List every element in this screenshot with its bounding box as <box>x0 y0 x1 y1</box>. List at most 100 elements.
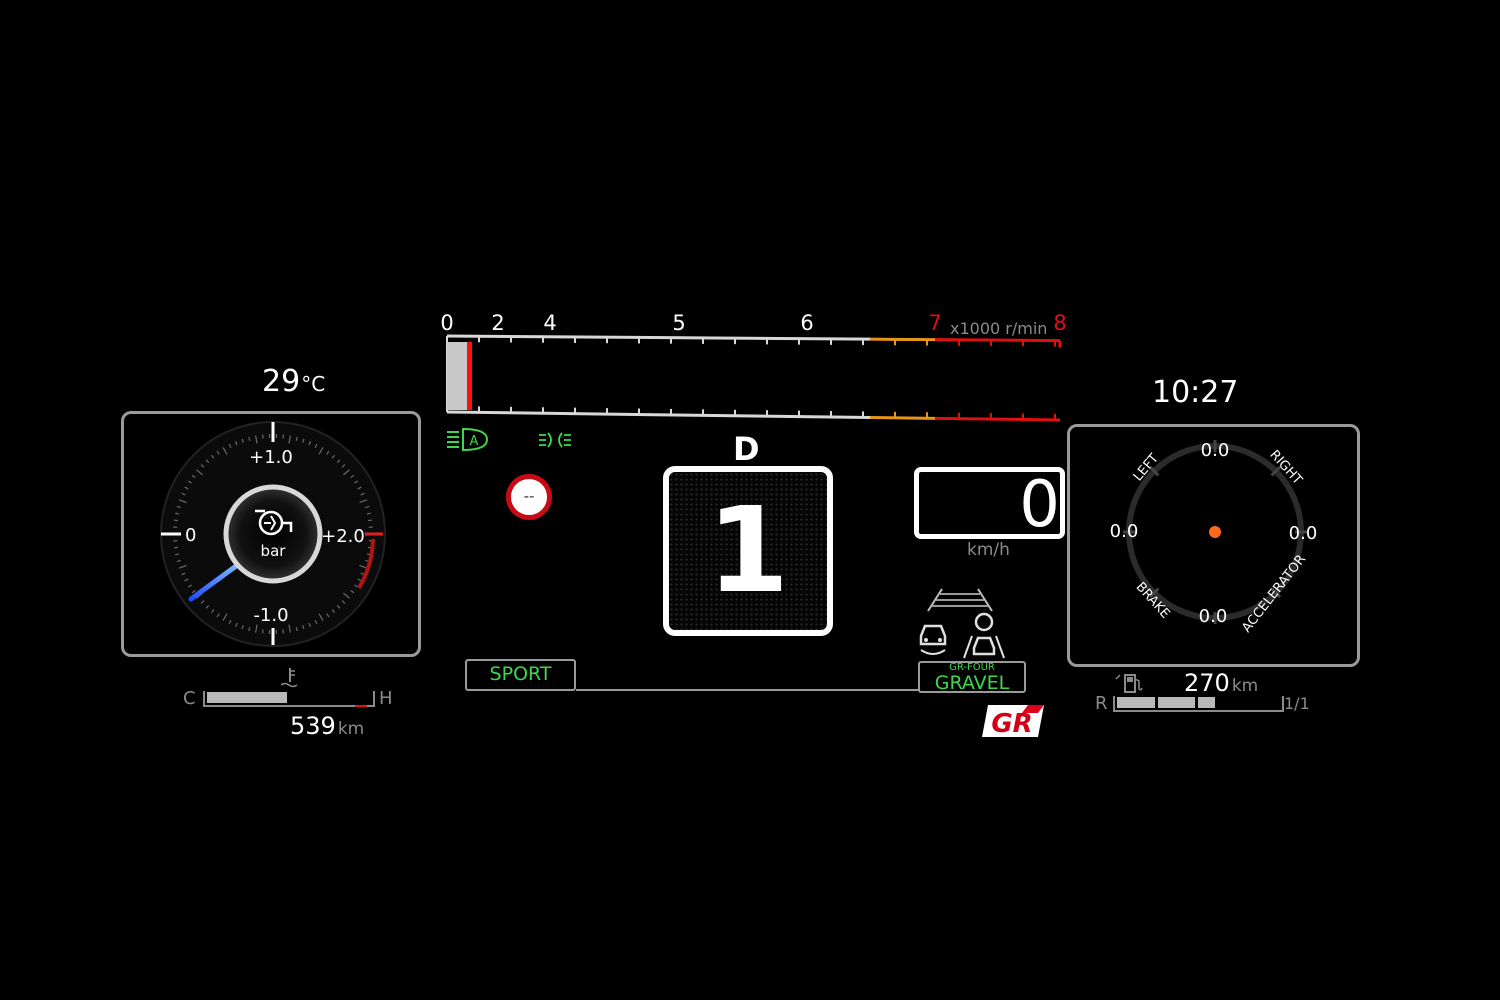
gauge-fine-tick <box>210 609 215 614</box>
gear-indicator-box <box>663 466 833 636</box>
rpm-needle <box>467 342 472 410</box>
gauge-fine-tick <box>181 572 186 576</box>
gauge-fine-tick <box>178 499 187 504</box>
tacho-label-4: 4 <box>543 311 556 335</box>
gauge-fine-tick <box>326 450 330 455</box>
speed-value: 0 <box>1019 468 1060 542</box>
coolant-hot-mark <box>355 705 367 707</box>
tacho-unit: x1000 r/min <box>950 319 1047 338</box>
g-value-left: 0.0 <box>1110 521 1139 542</box>
clock: 10:27 <box>1152 375 1239 410</box>
gauge-fine-tick <box>343 592 350 599</box>
gauge-fine-tick <box>210 454 215 459</box>
gauge-fine-tick <box>184 486 189 490</box>
tacho-label-2: 2 <box>491 311 504 335</box>
fuel-bar-fill <box>1117 697 1215 708</box>
gauge-fine-tick <box>181 492 186 496</box>
boost-label-left: 0 <box>185 525 196 546</box>
gauge-fine-tick <box>191 589 196 594</box>
coolant-bar-frame <box>203 691 375 707</box>
gauge-fine-tick <box>173 546 179 549</box>
gauge-fine-tick <box>365 505 370 509</box>
turbo-icon <box>255 509 293 536</box>
coolant-low-label: C <box>183 688 196 709</box>
g-meter-panel <box>1067 424 1360 667</box>
fuel-bar-divider <box>1155 697 1158 708</box>
gauge-fine-tick <box>357 486 362 490</box>
gauge-fine-tick <box>176 505 181 509</box>
gauge-fine-tick <box>234 441 238 446</box>
gauge-fine-tick <box>302 625 305 630</box>
gauge-fine-tick <box>248 627 251 632</box>
drive-mode-label: SPORT <box>489 663 552 685</box>
tacho-bottom-line <box>446 410 871 419</box>
gauge-fine-tick <box>187 584 192 588</box>
gauge-fine-tick <box>367 519 373 522</box>
gauge-fine-tick <box>228 443 232 448</box>
gauge-fine-tick <box>366 512 371 515</box>
gauge-fine-tick <box>331 609 336 614</box>
radar-cruise-icon <box>963 612 1005 659</box>
awd-mode-label: GRAVEL <box>934 672 1010 694</box>
gr-logo-text: GR <box>991 709 1032 737</box>
gauge-fine-tick <box>314 620 318 625</box>
gauge-fine-tick <box>178 564 187 569</box>
gauge-fine-tick <box>176 559 181 563</box>
gauge-fine-tick <box>295 627 298 632</box>
tacho-bottom-caution <box>869 415 936 420</box>
center-baseline <box>576 689 920 691</box>
lane-tracing-icon <box>927 588 993 612</box>
tacho-label-5: 5 <box>672 311 685 335</box>
gauge-fine-tick <box>359 499 368 504</box>
gauge-fine-tick <box>288 435 291 444</box>
gauge-fine-tick <box>326 613 330 618</box>
tacho-label-6: 6 <box>800 311 813 335</box>
gauge-fine-tick <box>255 624 258 633</box>
gauge-fine-tick <box>241 625 244 630</box>
gauge-fine-tick <box>234 622 238 627</box>
gauge-fine-tick <box>228 620 232 625</box>
boost-gauge-panel <box>121 411 421 657</box>
gauge-fine-tick <box>318 447 324 455</box>
gauge-fine-tick <box>222 447 228 455</box>
gauge-fine-tick <box>216 613 220 618</box>
gauge-fine-tick <box>341 464 346 468</box>
pre-collision-icon <box>919 624 947 655</box>
boost-label-right: +2.0 <box>321 526 365 547</box>
g-force-dot <box>1209 526 1221 538</box>
gauge-fine-tick <box>216 450 220 455</box>
fuel-pump-icon <box>1115 674 1143 693</box>
transmission-mode: D <box>733 430 760 468</box>
g-value-right: 0.0 <box>1289 523 1318 544</box>
range-value: 270 <box>1184 669 1230 697</box>
tacho-top-redline <box>934 338 1061 343</box>
awd-mode-box <box>918 661 1026 693</box>
drive-mode-box <box>465 659 576 691</box>
coolant-temp-icon <box>280 668 298 688</box>
gauge-fine-tick <box>187 480 192 484</box>
gauge-fine-tick <box>205 604 210 609</box>
tacho-label-8: 8 <box>1053 311 1066 335</box>
range-left-unit: km <box>337 719 365 739</box>
tacho-label-0: 0 <box>440 311 453 335</box>
g-meter: 0.0 0.0 0.0 0.0 LEFT RIGHT BRAKE ACCELER… <box>1110 440 1318 636</box>
gauge-fine-tick <box>318 613 324 621</box>
gauge-fine-tick <box>191 474 196 479</box>
gauge-fine-tick <box>343 469 350 476</box>
gauge-fine-tick <box>341 600 346 604</box>
gauge-fine-tick <box>354 584 359 588</box>
gauge-fine-tick <box>314 443 318 448</box>
gauge-fine-tick <box>331 454 336 459</box>
gauge-fine-tick <box>205 459 210 464</box>
awd-system-label: GR-FOUR <box>949 662 995 673</box>
position-lights-icon <box>539 432 571 448</box>
auto-high-beam-icon: A <box>447 427 489 452</box>
gauge-redzone <box>357 538 375 590</box>
gauge-fine-tick <box>184 578 189 582</box>
g-label-accelerator: ACCELERATOR <box>1239 552 1309 635</box>
boost-label-top: +1.0 <box>249 447 293 468</box>
gauge-fine-tick <box>357 578 362 582</box>
gauge-fine-tick <box>359 564 368 569</box>
temperature-value: 29 <box>262 364 301 399</box>
